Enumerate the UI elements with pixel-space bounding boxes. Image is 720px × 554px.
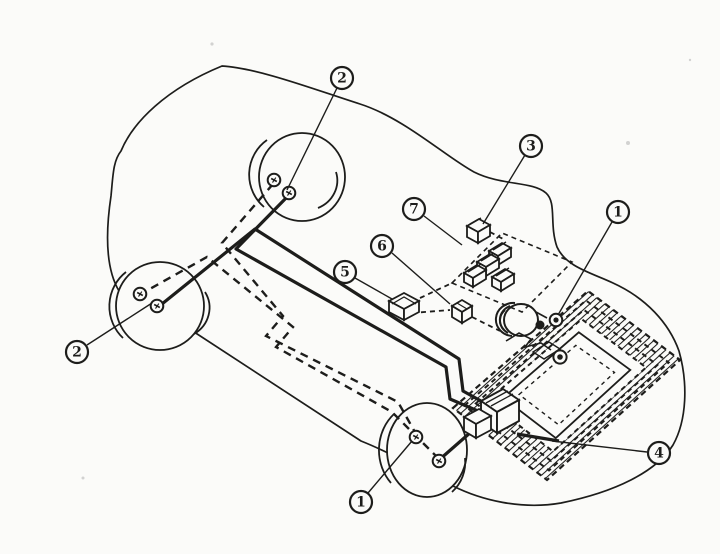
callout-number: 2 [337,71,347,87]
callout-4-trunk-floor-mat: 4 [551,440,672,466]
callout-number: 3 [526,139,536,155]
callout-leader-line [391,252,451,305]
rear-wheel-bolt-b [149,298,165,314]
control-unit-box [387,291,421,322]
callout-circle [518,133,544,159]
callout-1-horn-grommet: 1 [557,199,631,316]
front-wheel-bolt-a [266,172,282,188]
main-connector-box [479,387,521,435]
horn [494,301,548,337]
callout-circle [369,233,395,259]
callout-6-connector-cube: 6 [369,233,451,305]
callout-circle [605,199,631,225]
callout-circle [329,65,355,91]
callout-5-control-unit-box: 5 [332,259,393,300]
harness-dashed-runs [138,183,440,460]
callout-layer: 2 2 3 7 6 5 1 4 1 [64,65,672,515]
wiring-harness [138,183,560,462]
relay-cluster [463,241,515,292]
bottom-wheel-bolt-b [431,453,447,469]
callout-circle [64,339,90,365]
junction-box [465,217,492,245]
harness-solid-runs [155,194,560,462]
callout-number: 6 [377,239,387,255]
callout-1-wheel-connector-bolt: 1 [348,440,413,515]
bottom-wheel [378,402,468,498]
callout-2-front-wheel-harness-bolts: 2 [286,65,355,191]
callout-3-junction-box: 3 [482,133,544,225]
aux-connector-box [462,407,493,440]
callout-circle [401,196,427,222]
relay-platform [450,232,574,313]
callout-leader-line [86,302,153,346]
harness-grommets [548,312,568,365]
component-link-dashes [411,231,506,332]
callout-7-relay-cluster: 7 [401,196,463,246]
car-body-outline [106,65,686,507]
callout-leader-line [482,154,526,225]
callout-circle [348,489,374,515]
connector-cube [450,298,474,325]
callout-number: 1 [356,495,366,511]
scan-speckles [81,42,692,480]
callout-leader-line [423,215,463,246]
callout-circle [332,259,358,285]
callout-circle [646,440,672,466]
callout-number: 7 [409,202,419,218]
front-wheel-bolt-b [281,185,297,201]
callout-leader-line [354,277,393,300]
components [387,217,568,440]
callout-number: 4 [654,446,664,462]
callout-leader-line [286,87,338,191]
callout-number: 5 [340,265,350,281]
rear-wheel-bolt-a [132,286,148,302]
callout-number: 1 [613,205,623,221]
callout-leader-line [557,221,613,316]
callout-leader-line [551,440,648,453]
front-left-wheel [248,132,346,222]
mat-step-detail [505,332,552,351]
callout-2-rear-wheel-harness-bolts: 2 [64,302,153,365]
callout-number: 2 [72,345,82,361]
callout-leader-line [367,440,413,494]
